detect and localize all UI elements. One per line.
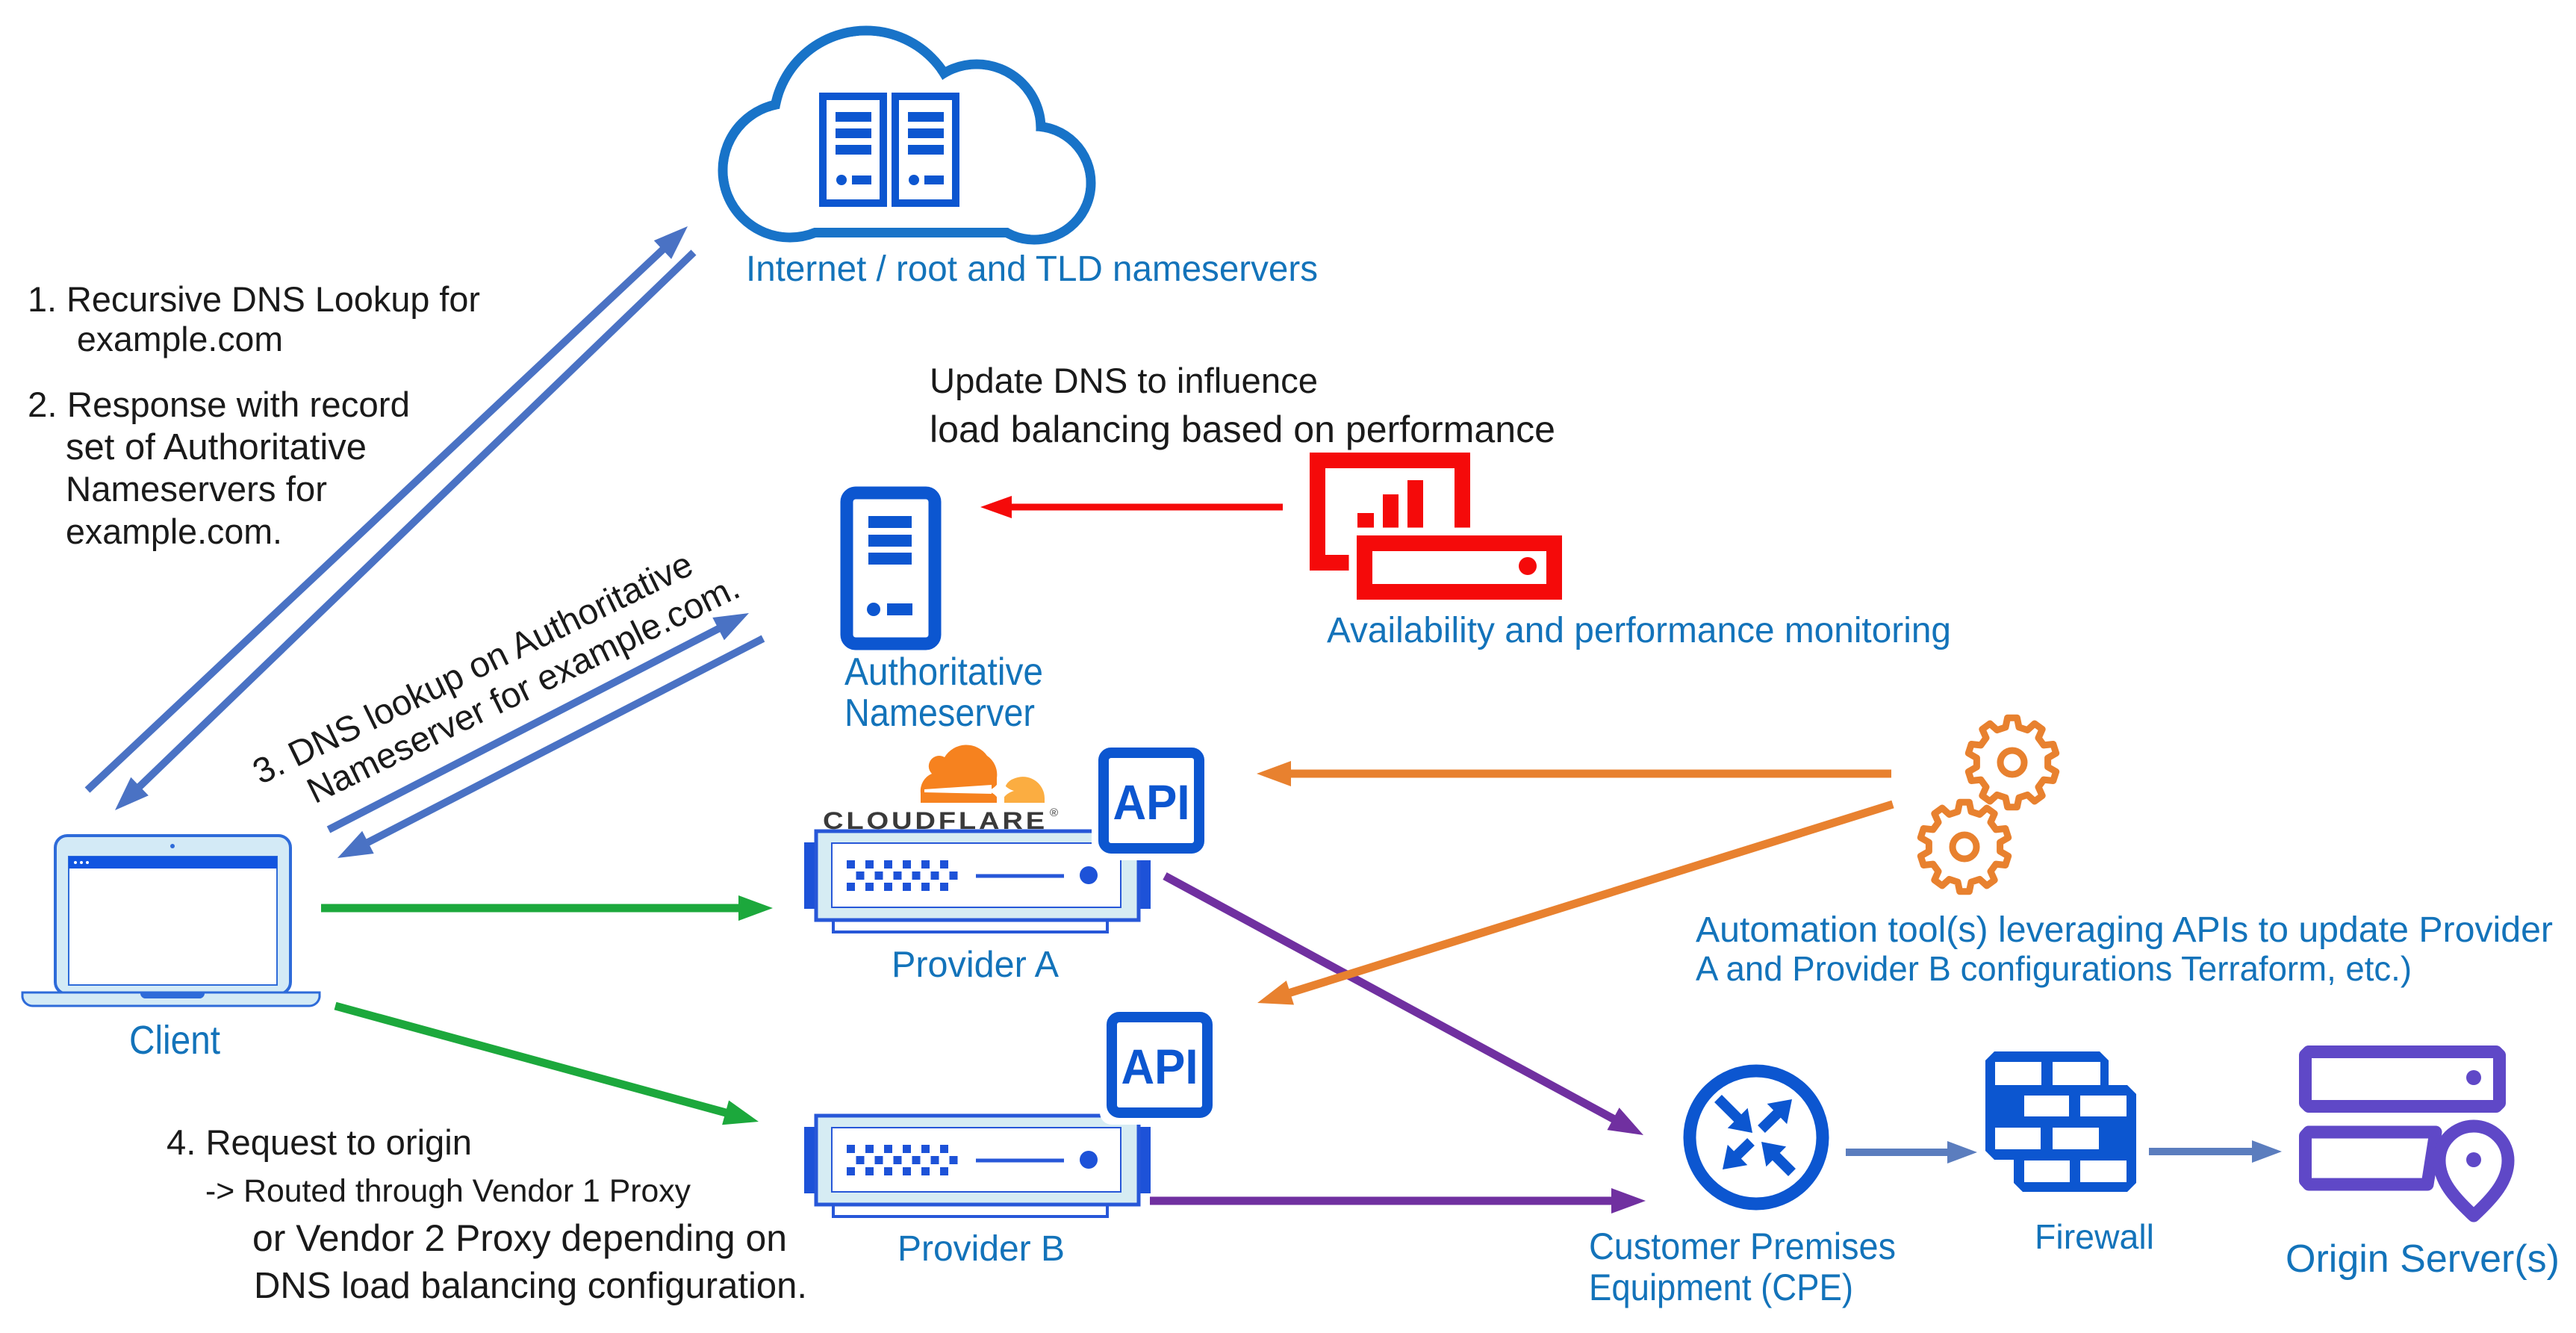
svg-text:DNS load balancing configurati: DNS load balancing configuration. xyxy=(254,1266,807,1306)
svg-text:Client: Client xyxy=(129,1018,220,1063)
svg-text:Equipment (CPE): Equipment (CPE) xyxy=(1589,1267,1853,1308)
svg-text:API: API xyxy=(1121,1039,1198,1094)
svg-text:A and Provider B configuration: A and Provider B configurations Terrafor… xyxy=(1696,949,2412,988)
svg-text:load balancing based on perfor: load balancing based on performance xyxy=(930,408,1555,450)
svg-text:4. Request to origin: 4. Request to origin xyxy=(167,1122,472,1162)
svg-text:API: API xyxy=(1113,774,1190,830)
svg-text:Customer Premises: Customer Premises xyxy=(1589,1225,1896,1267)
svg-text:example.com: example.com xyxy=(77,320,283,358)
svg-text:®: ® xyxy=(1050,807,1058,819)
svg-text:example.com.: example.com. xyxy=(66,512,282,551)
svg-text:or Vendor 2 Proxy depending on: or Vendor 2 Proxy depending on xyxy=(252,1217,787,1259)
svg-text:Availability and performance m: Availability and performance monitoring xyxy=(1327,611,1951,650)
svg-text:Provider B: Provider B xyxy=(897,1229,1065,1269)
svg-text:Authoritative: Authoritative xyxy=(844,650,1043,694)
svg-text:set of Authoritative: set of Authoritative xyxy=(66,427,367,467)
svg-text:Nameserver: Nameserver xyxy=(844,692,1035,735)
svg-text:Nameservers for: Nameservers for xyxy=(66,469,327,509)
svg-text:Internet / root and TLD namese: Internet / root and TLD nameservers xyxy=(746,249,1318,289)
svg-text:Origin Server(s): Origin Server(s) xyxy=(2286,1237,2560,1281)
svg-text:-> Routed through Vendor 1 Pro: -> Routed through Vendor 1 Proxy xyxy=(205,1173,691,1209)
svg-text:Update DNS to influence: Update DNS to influence xyxy=(930,361,1318,400)
svg-text:1. Recursive DNS Lookup for: 1. Recursive DNS Lookup for xyxy=(28,279,480,319)
svg-text:Provider A: Provider A xyxy=(892,945,1059,985)
svg-text:Automation tool(s) leveraging: Automation tool(s) leveraging APIs to up… xyxy=(1696,910,2553,950)
svg-text:Firewall: Firewall xyxy=(2035,1217,2154,1256)
svg-text:2. Response with record: 2. Response with record xyxy=(28,385,410,424)
